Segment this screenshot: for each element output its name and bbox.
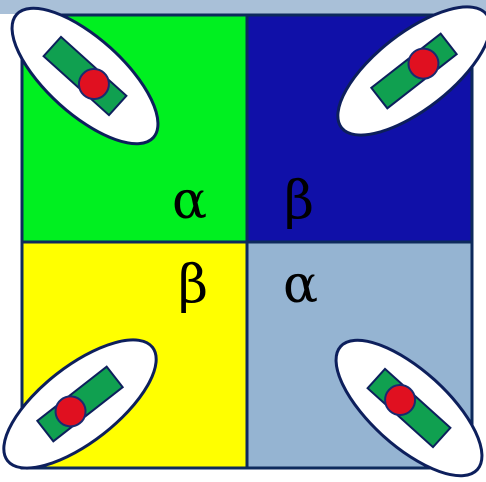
label-bottom-right: α [283, 255, 318, 315]
label-bottom-left: β [178, 255, 208, 315]
label-top-left: α [172, 171, 207, 231]
label-top-right: β [284, 171, 314, 231]
top-band [0, 0, 486, 14]
